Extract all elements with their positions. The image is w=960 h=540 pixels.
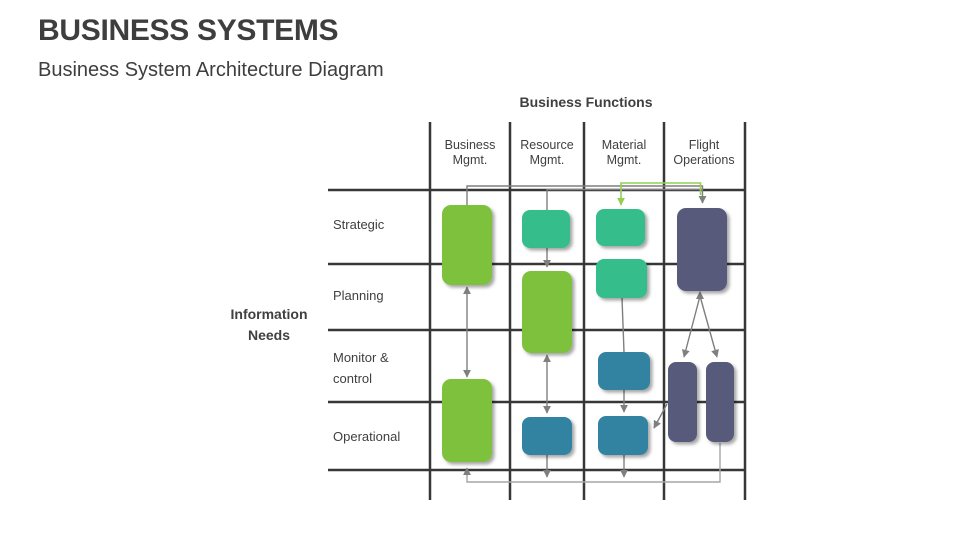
column-header-text: Operations (673, 153, 734, 167)
box-business-operational (442, 379, 492, 462)
box-material-strategic (596, 209, 645, 246)
box-flight-strategic (677, 208, 727, 291)
connector-flight-strategic-to-monitor-left (681, 295, 701, 358)
connector-flight-monitor-to-material-operational (653, 403, 668, 429)
box-material-operational (598, 416, 648, 455)
row-label-operational: Operational (333, 429, 400, 444)
connector-business-strategic-to-flight-strategic (466, 185, 707, 205)
column-header-text: Mgmt. (453, 153, 488, 167)
column-header-text: Mgmt. (530, 153, 565, 167)
connector-green-to-material-strategic (617, 182, 702, 206)
box-flight-monitor-left (668, 362, 697, 442)
box-resource-planning (522, 271, 572, 353)
slide-subtitle: Business System Architecture Diagram (38, 59, 384, 81)
box-business-strategic (442, 205, 492, 285)
column-header-text: Resource (520, 138, 574, 152)
row-label-strategic: Strategic (333, 217, 385, 232)
column-header-text: Flight (689, 138, 720, 152)
column-header-resource-mgmt: Resource Mgmt. (520, 138, 574, 167)
box-flight-monitor-right (706, 362, 734, 442)
row-label-monitor-line1: Monitor & (333, 350, 389, 365)
column-header-business-mgmt: Business Mgmt. (445, 138, 496, 167)
column-header-text: Business (445, 138, 496, 152)
arrowhead-up-flight-strategic (696, 291, 704, 299)
y-axis-title-line1: Information (231, 306, 308, 322)
connector-material-planning-to-monitor (621, 297, 625, 353)
slide-title: BUSINESS SYSTEMS (38, 14, 339, 47)
x-axis-title: Business Functions (519, 94, 652, 110)
box-resource-strategic (522, 210, 570, 248)
row-label-monitor-line2: control (333, 371, 372, 386)
column-header-material-mgmt: Material Mgmt. (602, 138, 646, 167)
column-header-text: Material (602, 138, 646, 152)
column-header-flight-operations: Flight Operations (673, 138, 734, 167)
box-material-monitor (598, 352, 650, 390)
box-material-planning (596, 259, 647, 298)
y-axis-title-line2: Needs (248, 327, 290, 343)
connector-resource-strategic-up-feed (546, 188, 702, 210)
connector-flight-strategic-to-monitor-right (699, 295, 719, 358)
connector-feedback-bus (463, 443, 721, 483)
row-label-planning: Planning (333, 288, 384, 303)
column-header-text: Mgmt. (607, 153, 642, 167)
box-resource-operational (522, 417, 572, 455)
